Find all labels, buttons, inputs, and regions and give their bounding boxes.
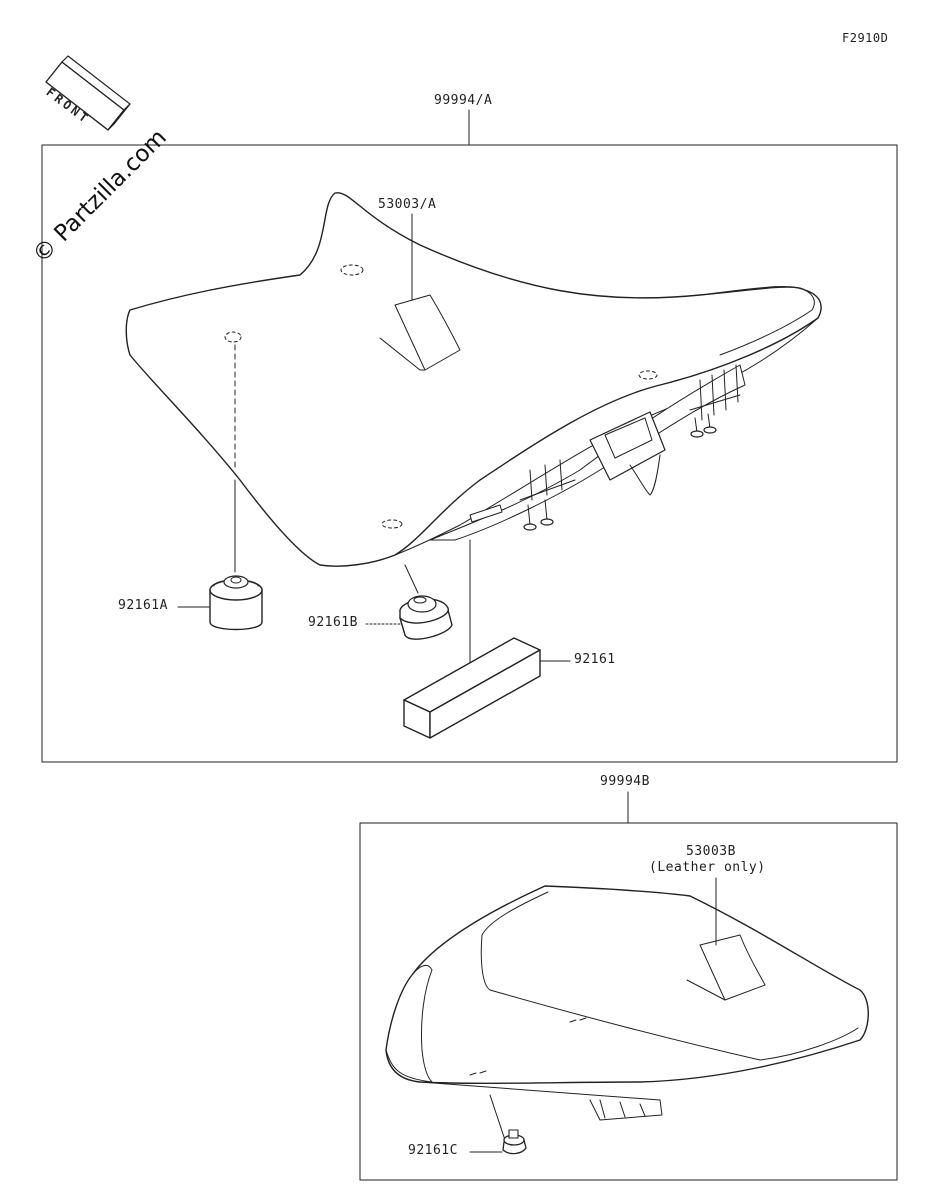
front-seat-drawing	[125, 192, 822, 567]
part-label-99994b: 99994B	[600, 774, 650, 789]
figure-code: F2910D	[842, 31, 889, 45]
rubber-c-drawing	[502, 1129, 527, 1155]
rear-seat-drawing	[385, 885, 869, 1121]
part-label-53003b-note: (Leather only)	[649, 860, 766, 875]
part-label-92161: 92161	[574, 652, 616, 667]
part-label-99994a: 99994/A	[434, 93, 493, 108]
pad-drawing	[403, 637, 541, 739]
front-arrow-icon	[45, 55, 131, 131]
part-label-53003a: 53003/A	[378, 197, 437, 212]
part-label-92161c: 92161C	[408, 1143, 458, 1158]
part-label-92161b: 92161B	[308, 615, 358, 630]
part-label-53003b: 53003B	[686, 844, 736, 859]
rubber-a-drawing	[209, 575, 263, 631]
part-label-92161a: 92161A	[118, 598, 168, 613]
rubber-b-drawing	[399, 595, 453, 640]
